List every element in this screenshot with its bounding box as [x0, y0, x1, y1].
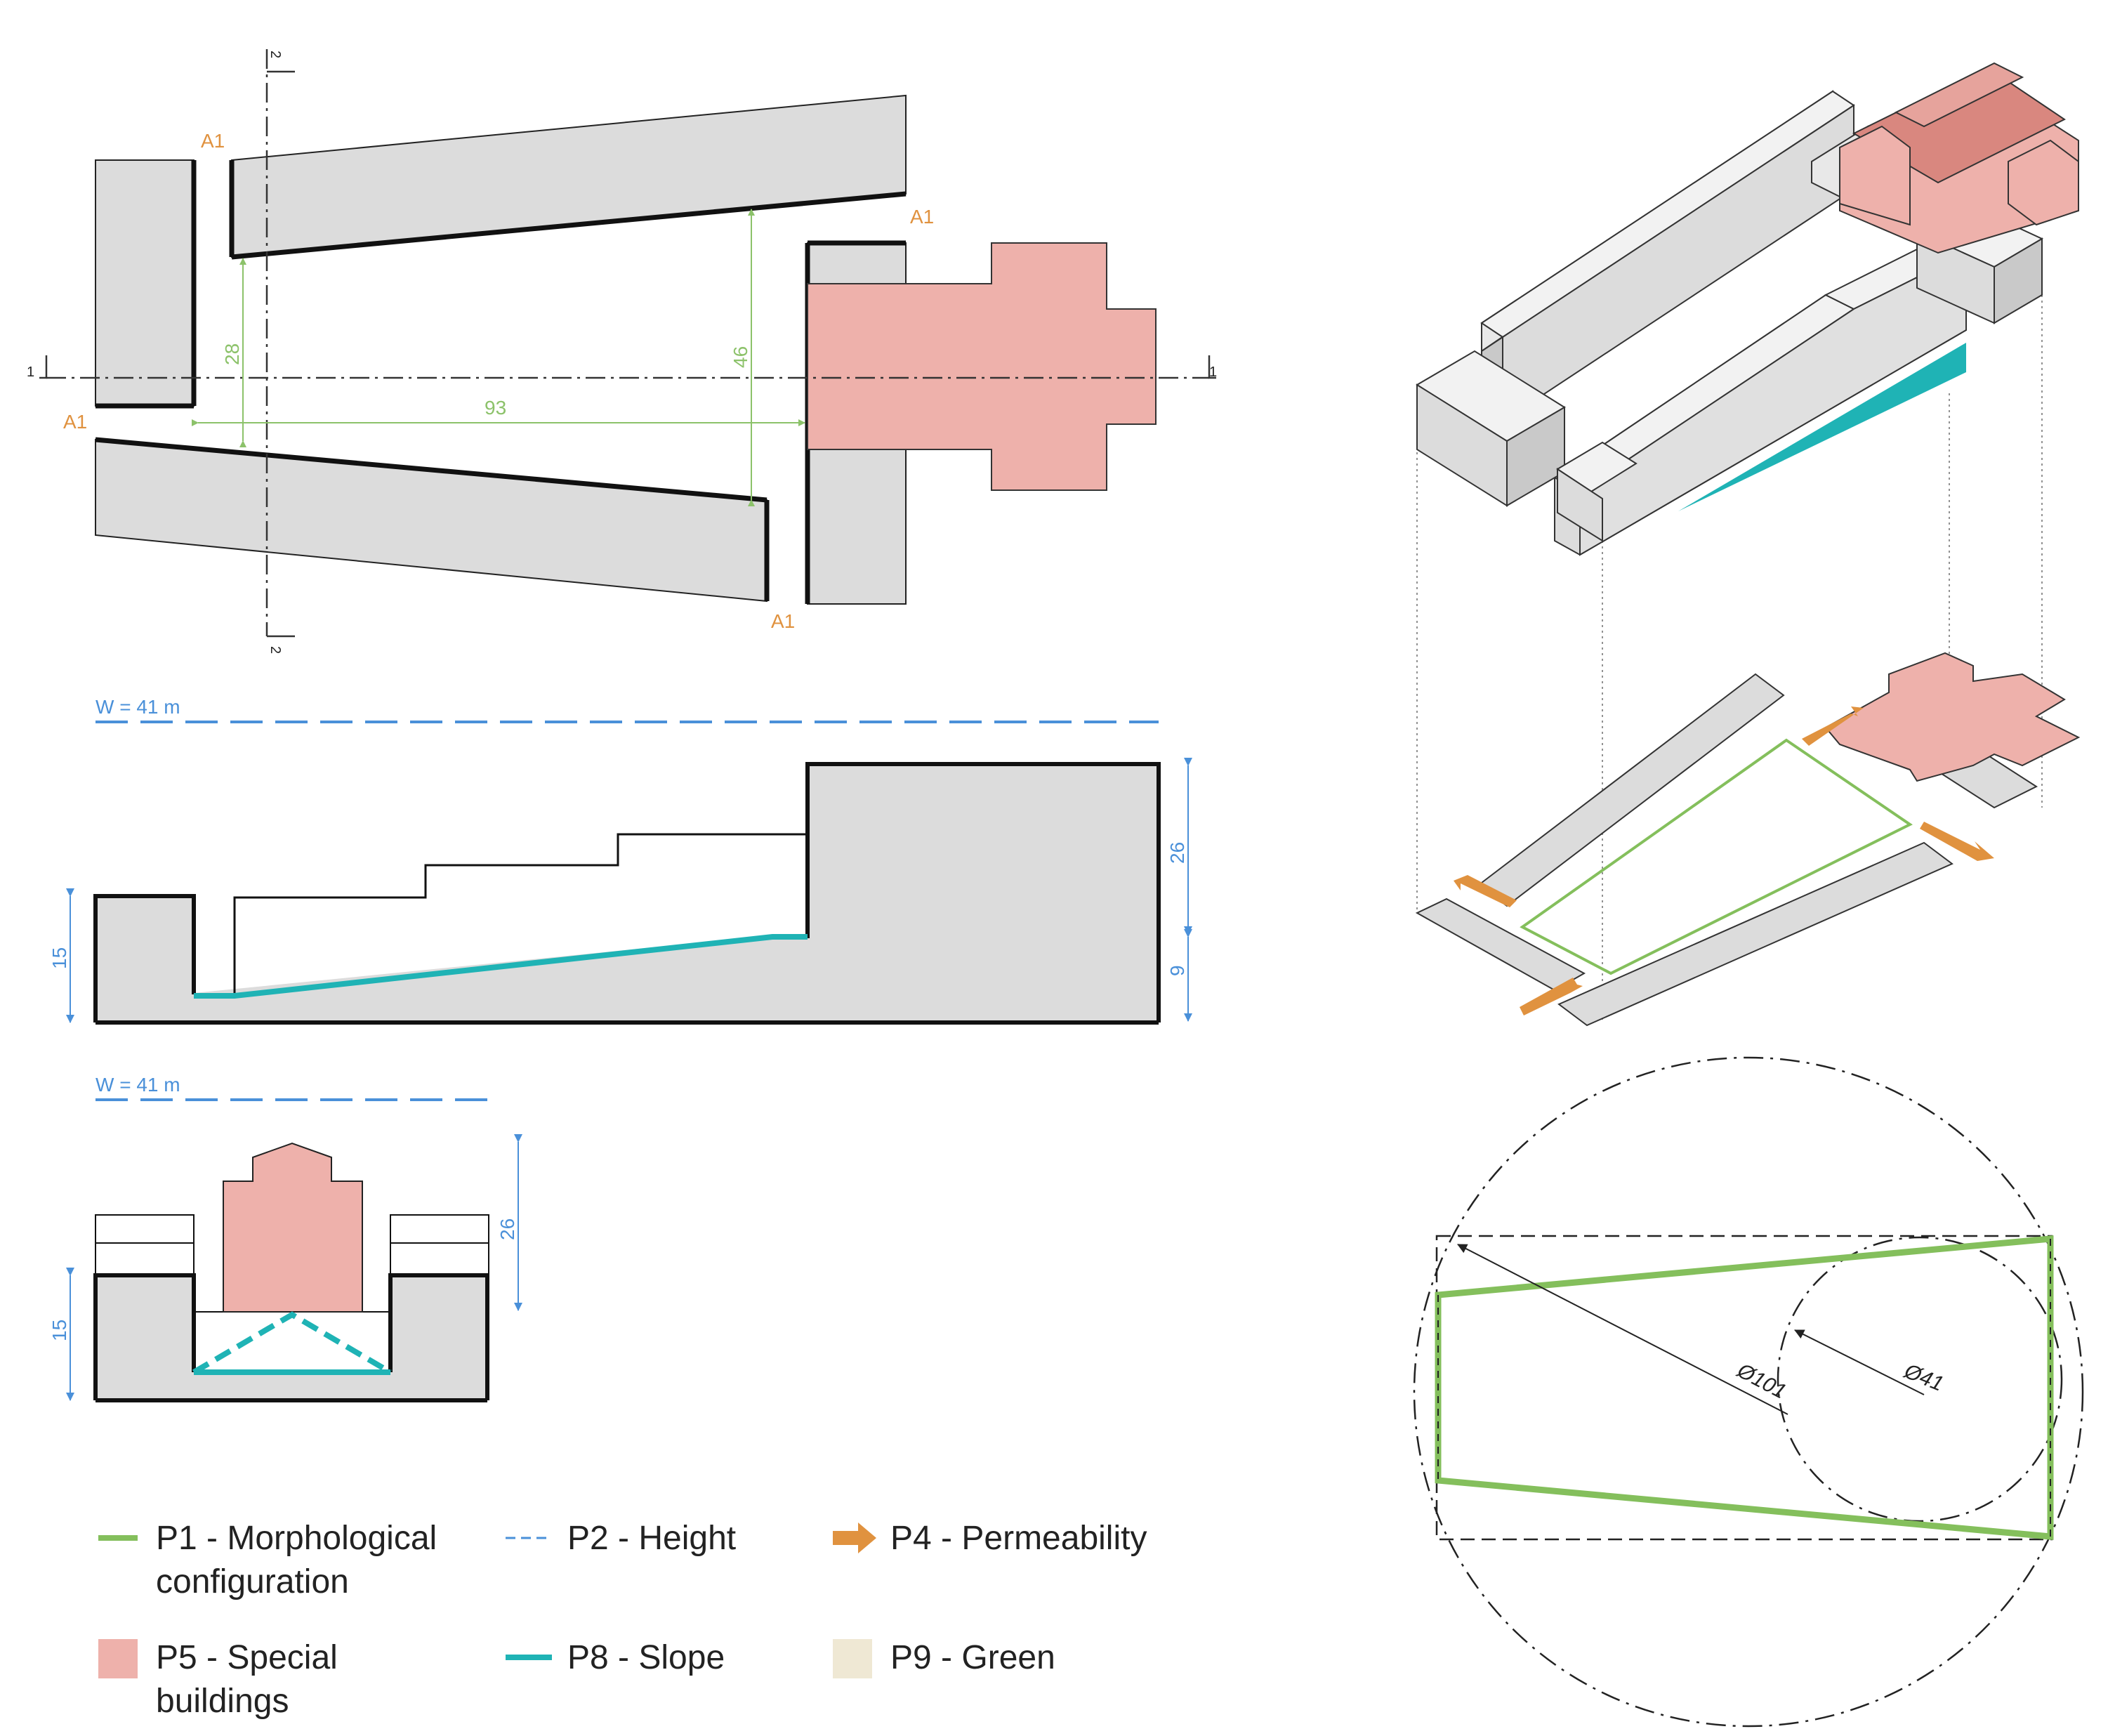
permeability-arrow: [1802, 706, 1864, 746]
axo-slope-wedge: [1678, 343, 1966, 511]
section-short-upper-floor-left: [95, 1214, 195, 1244]
legend-label: P4 - Permeability: [890, 1520, 1147, 1557]
legend-label: P1 - Morphological: [156, 1520, 437, 1557]
axonometric-view: [1415, 62, 2081, 1027]
legend-symbol-beige-square: [833, 1639, 872, 1678]
transverse-section: W = 41 m 15 26: [48, 1074, 522, 1402]
dim-label-26-long: 26: [1166, 842, 1188, 864]
legend-label: configuration: [156, 1563, 349, 1600]
axo-plan-special-building: [1824, 652, 2081, 782]
section-long-outline: [93, 894, 196, 1022]
diameter-line-inner: [1794, 1329, 1925, 1395]
plan-building-lower: [95, 438, 767, 603]
legend-item-p5: P5 - Special buildings: [98, 1639, 338, 1720]
axo-plan-strip-upper: [1477, 673, 1785, 907]
axo-plan-strip-lower: [1557, 841, 1953, 1027]
section-short-special-building: [223, 1142, 363, 1313]
dim-label-28: 28: [221, 343, 243, 365]
legend-item-p8: P8 - Slope: [506, 1639, 725, 1676]
width-label-long: W = 41 m: [95, 696, 180, 718]
access-label-a1: A1: [201, 130, 225, 152]
slope-line-long: [194, 934, 808, 999]
section-mark-1-right: 1: [1209, 364, 1217, 380]
inner-circle: [1777, 1236, 2063, 1523]
section-mark-1-left: 1: [27, 364, 34, 380]
legend-item-p2: P2 - Height: [506, 1520, 736, 1557]
access-label-a1: A1: [63, 411, 87, 433]
dim-label-93: 93: [485, 397, 506, 419]
access-label-a1: A1: [910, 206, 934, 228]
section-mark-2-bottom: 2: [268, 646, 283, 654]
diameter-label-inner: Ø41: [1900, 1360, 1946, 1396]
dim-label-26-short: 26: [496, 1218, 518, 1240]
plan-special-building: [807, 242, 1157, 491]
legend-label: P5 - Special: [156, 1639, 338, 1676]
permeability-arrow: [1920, 822, 1994, 861]
diameter-label-outer: Ø101: [1733, 1359, 1790, 1404]
section-mark-2-top: 2: [268, 51, 283, 58]
dim-label-15-short: 15: [48, 1320, 70, 1341]
axo-plan-left-end: [1415, 897, 1586, 992]
dim-label-46: 46: [730, 346, 751, 368]
morph-trapezoid: [1435, 1235, 2054, 1540]
legend-item-p4: P4 - Permeability: [833, 1520, 1147, 1557]
legend-label: P8 - Slope: [567, 1639, 725, 1676]
section-short-upper-floor-right: [390, 1214, 489, 1244]
section-long-ground: [95, 764, 1159, 1022]
dim-label-15-long: 15: [48, 947, 70, 969]
legend-symbol-pink-square: [98, 1639, 138, 1678]
plan-building-left: [95, 159, 195, 407]
diameter-line-outer: [1457, 1244, 1788, 1415]
legend-label: P2 - Height: [567, 1520, 736, 1557]
legend-item-p1: P1 - Morphological configuration: [98, 1520, 437, 1600]
width-label-short: W = 41 m: [95, 1074, 180, 1096]
slope-dashed-roof: [192, 1311, 393, 1375]
legend: P1 - Morphological configuration P2 - He…: [98, 1520, 1147, 1720]
legend-item-p9: P9 - Green: [833, 1639, 1055, 1678]
dim-label-9-long: 9: [1166, 965, 1188, 976]
circle-analysis: Ø101 Ø41: [1413, 1056, 2084, 1728]
legend-label: P9 - Green: [890, 1639, 1055, 1676]
plan-view: 1 1 2 2 28 46 93 A1 A1 A1 A1: [27, 49, 1217, 654]
permeability-arrow: [1520, 978, 1583, 1015]
longitudinal-section: W = 41 m 15 26 9: [48, 696, 1192, 1025]
legend-label: buildings: [156, 1683, 289, 1720]
section-long-stepped-profile: [233, 833, 808, 994]
access-label-a1: A1: [771, 610, 795, 632]
outer-circle: [1413, 1056, 2084, 1728]
permeability-arrow: [1454, 875, 1517, 907]
plan-building-upper: [231, 94, 907, 258]
legend-symbol-orange-arrow-icon: [833, 1523, 876, 1553]
axo-plan-morph-outline: [1520, 738, 1913, 975]
